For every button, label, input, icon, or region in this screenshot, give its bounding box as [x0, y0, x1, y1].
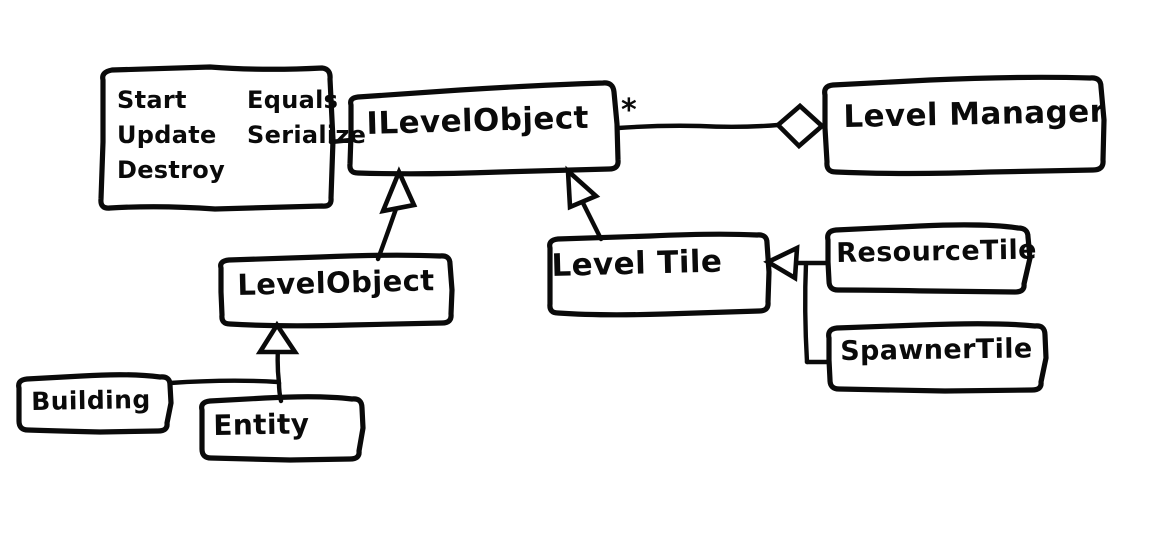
methods-box-outline	[98, 64, 336, 212]
edge-methods-to-ilevelobject	[328, 137, 354, 145]
levelobject-box-outline	[218, 252, 455, 329]
generalization-arrow-levelobject-children	[255, 320, 300, 355]
levelmanager-box-outline	[822, 74, 1107, 177]
method-serialize: Serialize	[247, 121, 367, 149]
methods-list: Start Equals Update Serialize Destroy	[117, 86, 366, 184]
entity-box-outline	[199, 394, 366, 463]
generalization-arrow-leveltile	[565, 165, 601, 211]
method-update: Update	[117, 121, 217, 149]
edge-entity-branch	[276, 380, 284, 404]
ilevelobject-box-outline	[347, 80, 621, 177]
edge-levelobject-to-ilevelobject	[375, 203, 400, 262]
resourcetile-box-outline	[825, 222, 1033, 295]
building-label: Building	[31, 384, 151, 416]
method-equals: Equals	[247, 86, 339, 114]
ilevelobject-label: ILevelObject	[366, 99, 590, 142]
edge-building-branch	[167, 378, 281, 386]
generalization-arrow-levelobject	[379, 166, 418, 215]
method-start: Start	[117, 86, 187, 114]
leveltile-box-outline	[547, 231, 772, 318]
levelobject-label: LevelObject	[237, 263, 435, 302]
leveltile-label: Level Tile	[551, 243, 723, 284]
aggregation-multiplicity-label: *	[621, 93, 637, 128]
edge-tiles-trunk	[790, 260, 810, 365]
resourcetile-label: ResourceTile	[836, 234, 1038, 269]
generalization-arrow-tiles	[763, 244, 800, 282]
spawnertile-label: SpawnerTile	[840, 333, 1033, 367]
levelmanager-label: Level Manager	[843, 93, 1106, 135]
method-destroy: Destroy	[117, 156, 226, 184]
aggregation-diamond	[774, 102, 826, 150]
entity-label: Entity	[213, 407, 310, 442]
spawnertile-box-outline	[826, 321, 1049, 394]
edge-leveltile-to-ilevelobject	[580, 200, 604, 242]
building-box-outline	[16, 372, 174, 435]
edge-ilevelobject-to-levelmanager	[615, 122, 781, 131]
